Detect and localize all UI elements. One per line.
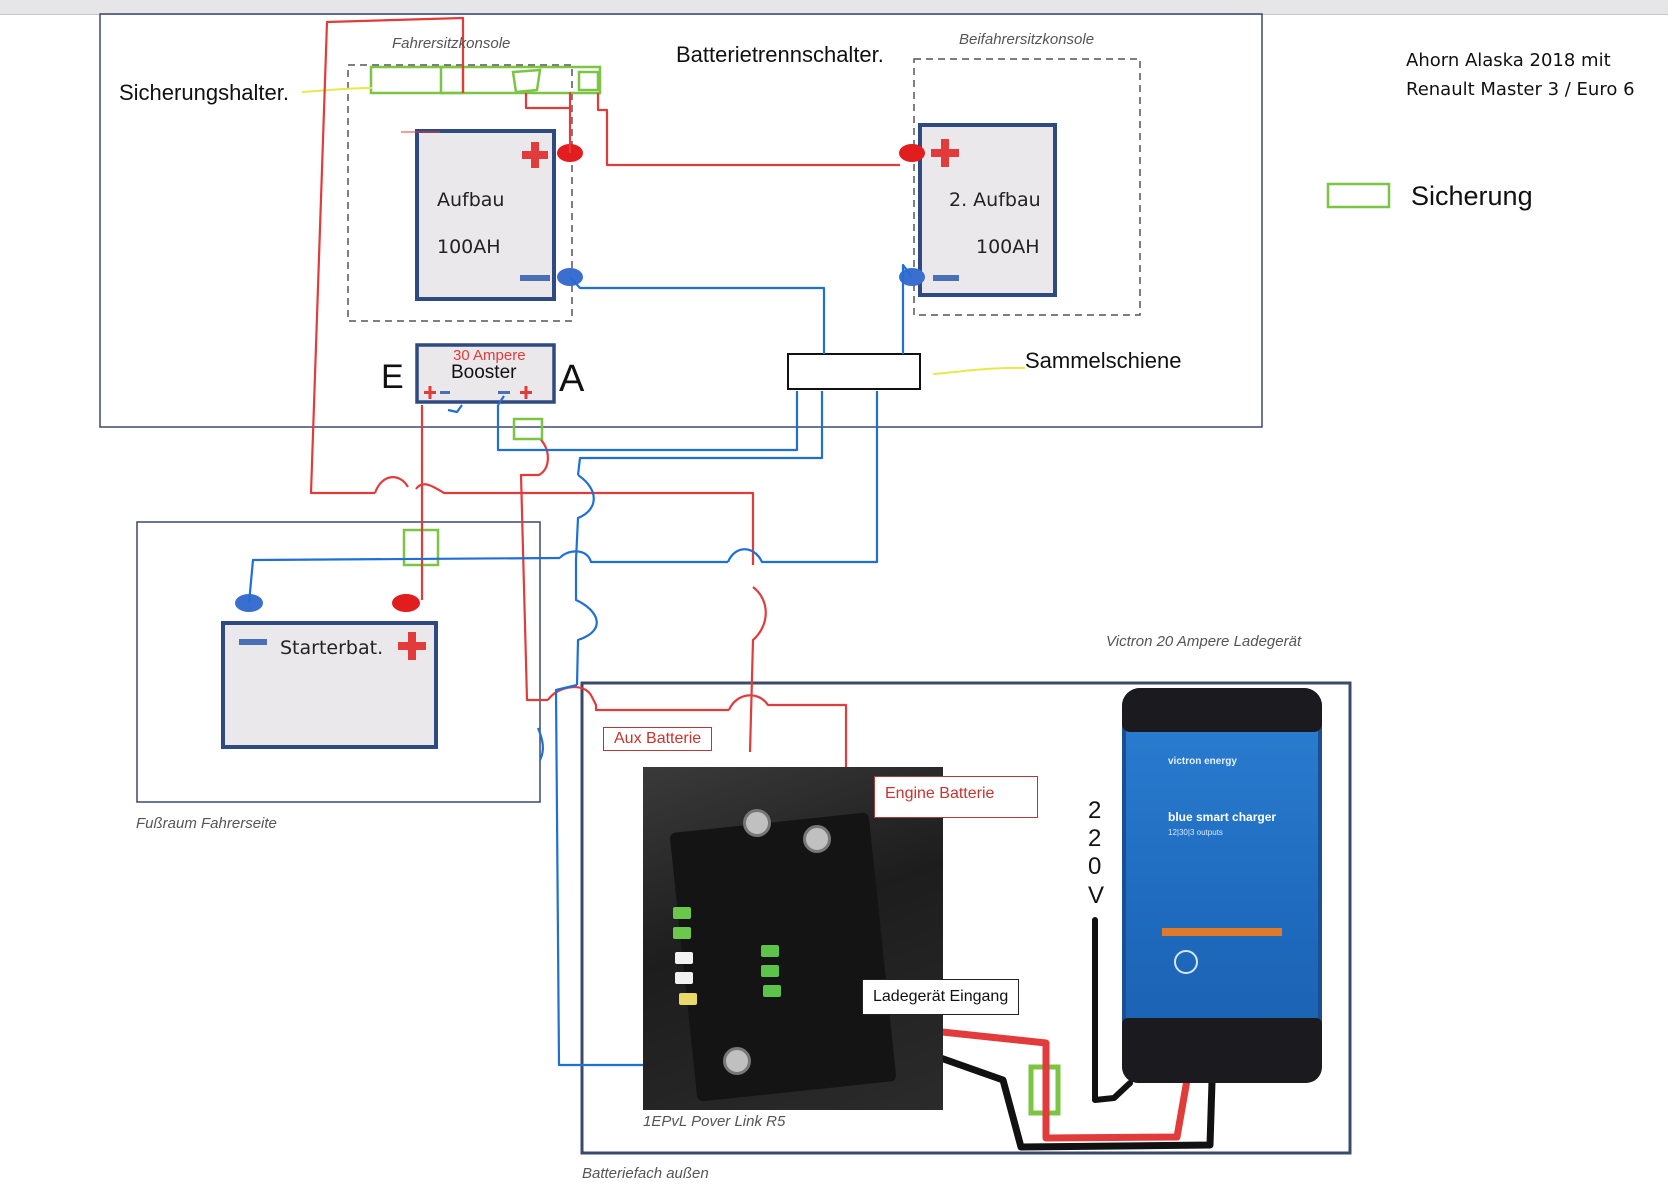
callout-engine-batterie: Engine Batterie <box>874 776 1038 818</box>
fuse <box>439 65 465 95</box>
label-sammelschiene: Sammelschiene <box>1025 348 1182 373</box>
label-fahrersitzkonsole: Fahrersitzkonsole <box>392 35 511 52</box>
footwell-frame <box>136 521 541 803</box>
driver-seat-console-box <box>347 64 573 322</box>
voltage-char-3: 0 <box>1088 853 1102 880</box>
label-sicherungshalter: Sicherungshalter. <box>119 80 289 105</box>
terminal-pos <box>392 594 420 612</box>
label-beifahrersitzkonsole: Beifahrersitzkonsole <box>959 31 1095 48</box>
minus-symbols <box>239 275 959 645</box>
label-charger-caption: Victron 20 Ampere Ladegerät <box>1106 633 1302 650</box>
fuse <box>577 70 600 92</box>
plus-symbols <box>398 139 959 660</box>
label-fussraum: Fußraum Fahrerseite <box>136 815 277 832</box>
label-powerlink: 1EPvL Pover Link R5 <box>643 1113 786 1130</box>
charger-sub: 12|30|3 outputs <box>1168 828 1223 837</box>
charger-brand: victron energy <box>1168 756 1237 767</box>
terminal-pos <box>899 144 925 162</box>
busbar <box>787 353 921 390</box>
battery1-capacity: 100AH <box>437 236 501 258</box>
label-batteriefach: Batteriefach außen <box>582 1165 709 1182</box>
title-line-1: Ahorn Alaska 2018 mit <box>1406 50 1611 71</box>
battery1-name: Aufbau <box>437 189 505 211</box>
battery2-capacity: 100AH <box>976 236 1040 258</box>
booster-name: Booster <box>451 362 517 383</box>
booster-input-label: E <box>381 358 404 396</box>
booster-terminals <box>424 386 532 399</box>
victron-charger: victron energy blue smart charger 12|30|… <box>1122 688 1322 1083</box>
voltage-char-1: 2 <box>1088 797 1102 824</box>
label-batterietrennschalter: Batterietrennschalter. <box>676 42 884 67</box>
legend-fuse-label: Sicherung <box>1411 181 1533 211</box>
legend-fuse-symbol <box>1326 182 1391 209</box>
starter-battery-label: Starterbat. <box>280 637 384 659</box>
powerlink-photo <box>643 767 943 1110</box>
voltage-char-2: 2 <box>1088 825 1102 852</box>
vehicle-interior-frame <box>99 13 1263 428</box>
charger-title: blue smart charger <box>1168 810 1277 824</box>
voltage-char-4: V <box>1088 882 1105 909</box>
battery-compartment-frame <box>580 681 1352 1155</box>
callout-aux-batterie: Aux Batterie <box>603 727 713 751</box>
fuse <box>511 68 542 94</box>
fuse <box>512 417 544 441</box>
battery2-name: 2. Aufbau <box>949 189 1041 211</box>
booster-output-label: A <box>559 358 585 400</box>
charger-button-icon <box>1174 950 1198 974</box>
booster-rating: 30 Ampere <box>453 347 526 364</box>
callout-ladegeraet-eingang: Ladegerät Eingang <box>862 979 1020 1015</box>
passenger-seat-console-box <box>913 58 1141 316</box>
fuse-holder <box>369 65 602 95</box>
title-line-2: Renault Master 3 / Euro 6 <box>1406 79 1635 100</box>
battery-aufbau <box>415 129 556 301</box>
